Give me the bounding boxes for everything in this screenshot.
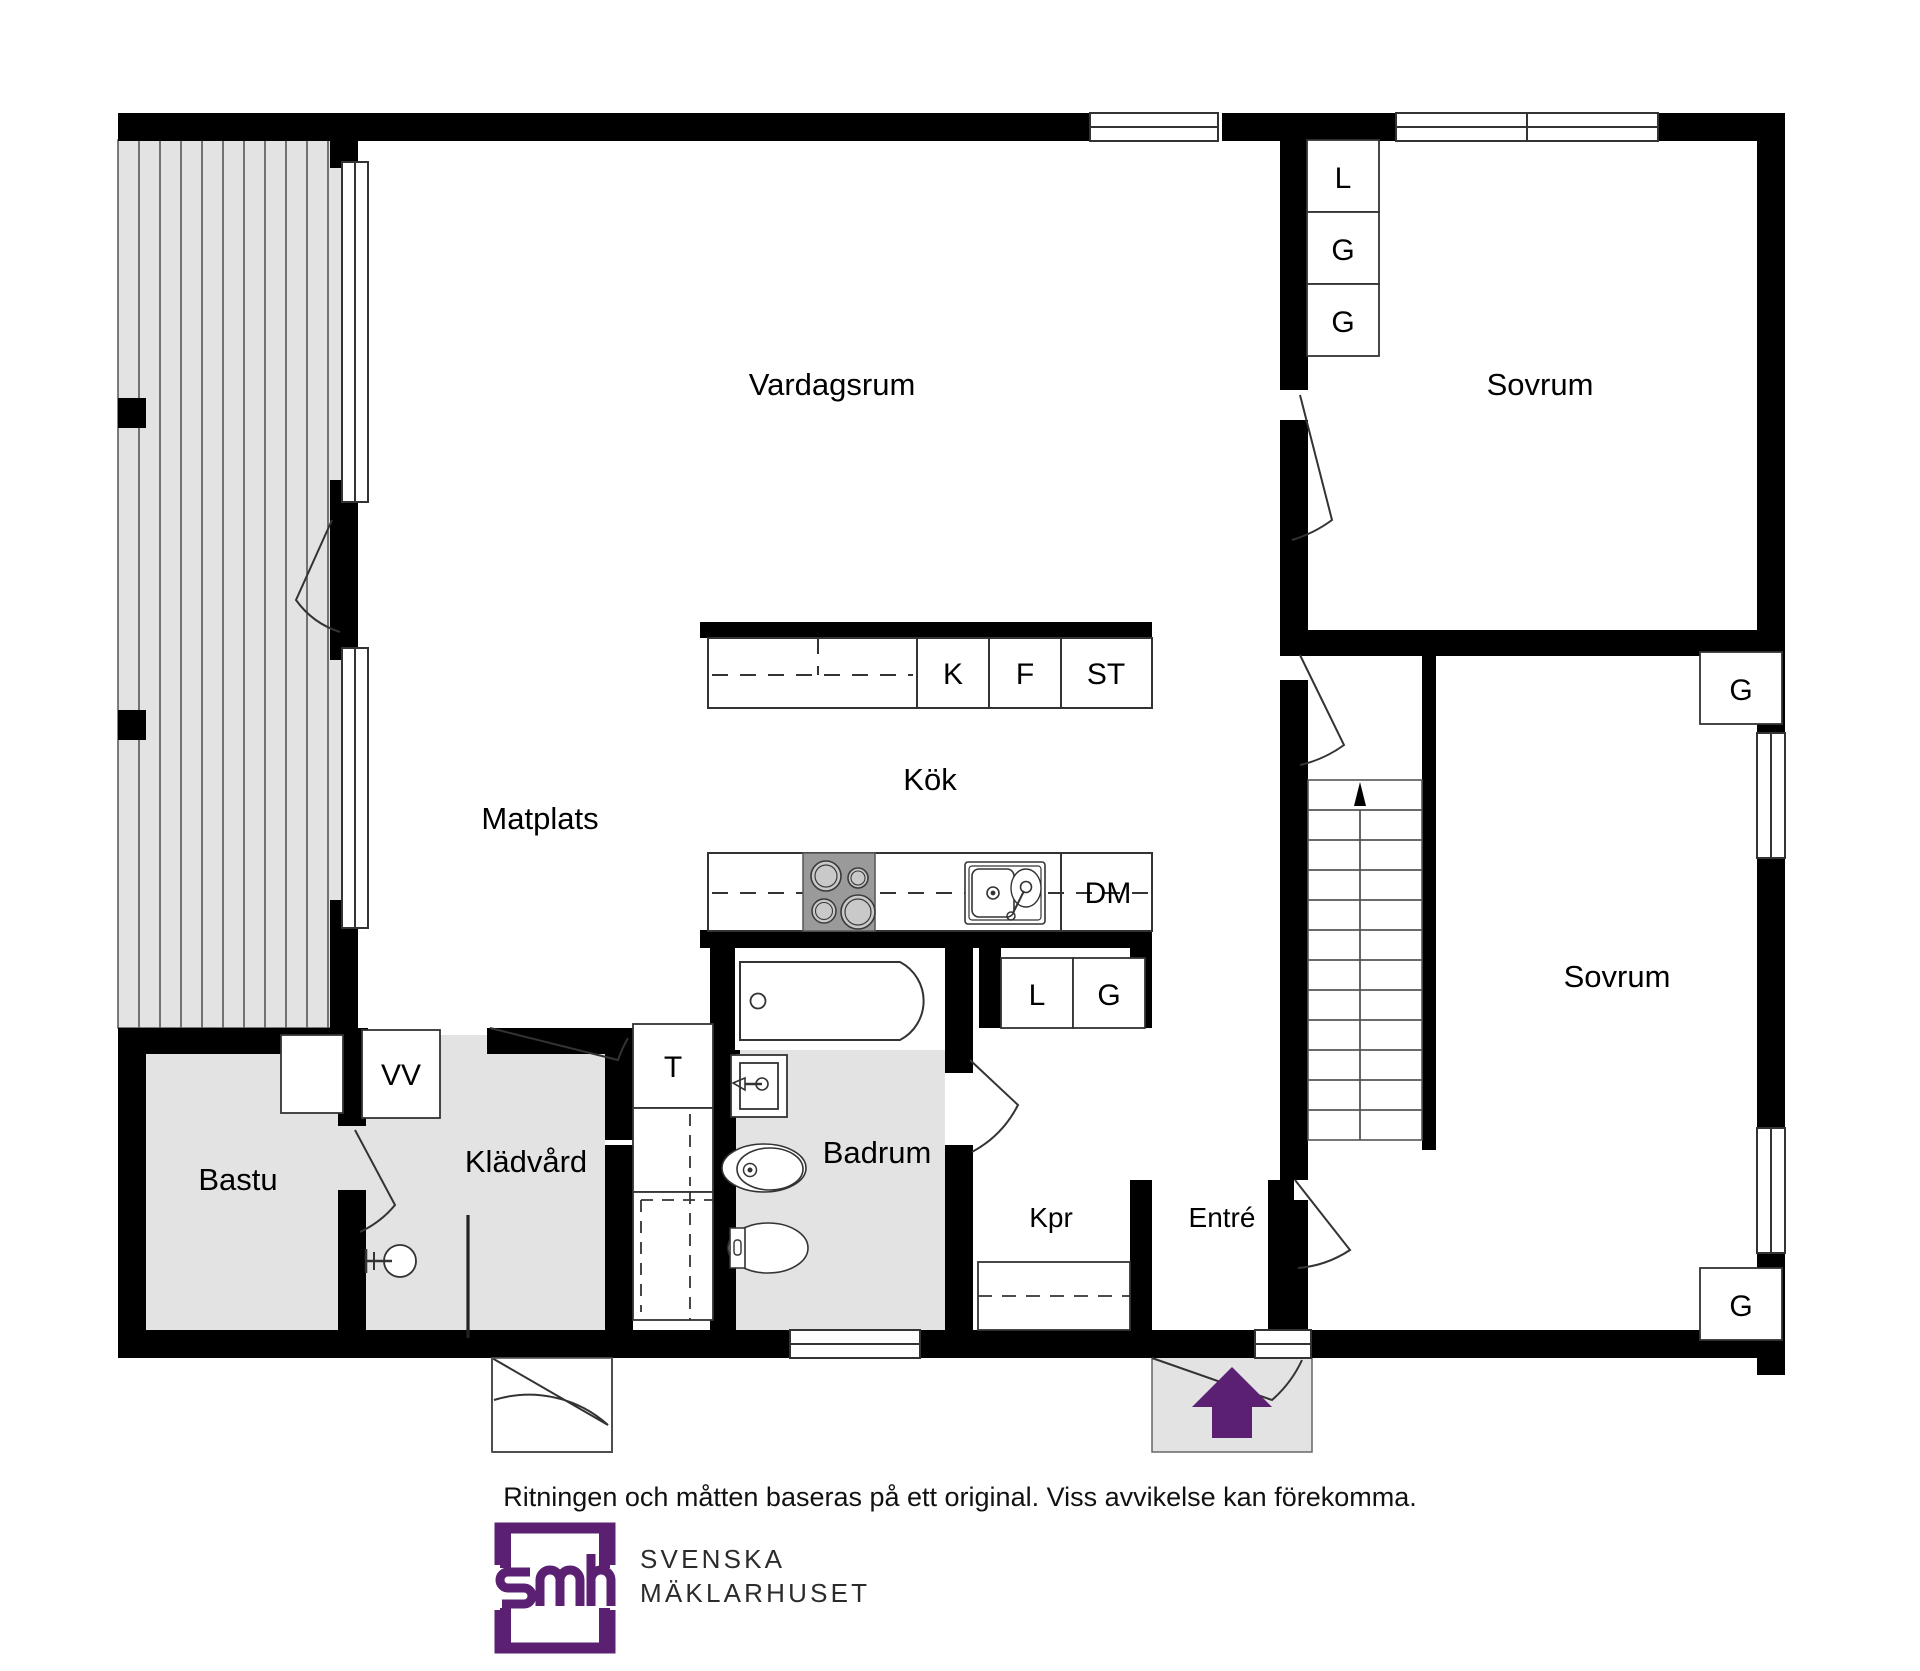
bathtub-icon	[735, 948, 945, 1050]
room-label-bastu: Bastu	[198, 1162, 277, 1197]
kitchen-upper-cabinets	[707, 637, 1153, 709]
door-swings	[294, 394, 1352, 1453]
closet-label-g-top-2: G	[1331, 306, 1354, 339]
closet-label-g-right-2: G	[1729, 1290, 1752, 1323]
laundry-items	[364, 1023, 714, 1338]
closet-label-l-top: L	[1335, 162, 1352, 195]
closet-label-l-kitchen: L	[1029, 979, 1046, 1012]
cabinet-label-k: K	[943, 658, 963, 691]
label-dm: DM	[1085, 877, 1132, 910]
kitchen-counter	[707, 852, 1153, 932]
room-label-entre: Entré	[1189, 1202, 1256, 1233]
stairs-icon	[1307, 779, 1423, 1141]
brand-line-2: MÄKLARHUSET	[640, 1578, 871, 1608]
room-label-matplats: Matplats	[481, 801, 598, 836]
wooden-deck	[117, 139, 349, 1029]
windows	[341, 112, 1786, 1359]
label-vv: VV	[381, 1059, 421, 1092]
brand-logo: SVENSKA MÄKLARHUSET	[492, 1520, 912, 1655]
closet-label-g-kitchen: G	[1097, 979, 1120, 1012]
floor-drain-icon	[364, 1244, 417, 1278]
shaded-room-fills	[140, 1035, 1313, 1453]
sink-icon	[730, 1054, 788, 1118]
room-labels: Vardagsrum Matplats Kök Sovrum Sovrum Ba…	[198, 367, 1670, 1233]
stove-icon	[802, 852, 876, 932]
kpr-shelving	[977, 1261, 1131, 1331]
bidet-icon	[721, 1143, 807, 1193]
room-label-kok: Kök	[903, 762, 957, 797]
room-label-badrum: Badrum	[823, 1135, 932, 1170]
kitchen-sink-icon	[964, 861, 1046, 925]
cabinet-label-f: F	[1016, 658, 1034, 691]
exterior-walls	[118, 113, 1785, 1375]
entrance-arrow-icon	[1192, 1367, 1272, 1438]
label-t: T	[664, 1051, 682, 1084]
bathroom-fixtures	[721, 948, 945, 1274]
room-label-vardagsrum: Vardagsrum	[749, 367, 916, 402]
smh-logo-icon	[492, 1522, 642, 1654]
storage-labels: L G G G G L G K F ST VV T DM	[381, 162, 1753, 1323]
storage-boxes	[280, 139, 1783, 1341]
toilet-icon	[727, 1222, 809, 1274]
cabinet-label-st: ST	[1087, 658, 1125, 691]
closet-label-g-top-1: G	[1331, 234, 1354, 267]
brand-line-1: SVENSKA	[640, 1544, 786, 1574]
room-label-sovrum-1: Sovrum	[1487, 367, 1594, 402]
closet-label-g-right-1: G	[1729, 674, 1752, 707]
brand-logo-text: SVENSKA MÄKLARHUSET	[640, 1542, 870, 1610]
room-label-kpr: Kpr	[1029, 1202, 1073, 1233]
room-label-kladvard: Klädvård	[465, 1144, 587, 1179]
disclaimer-caption: Ritningen och måtten baseras på ett orig…	[503, 1482, 1417, 1512]
room-label-sovrum-2: Sovrum	[1564, 959, 1671, 994]
